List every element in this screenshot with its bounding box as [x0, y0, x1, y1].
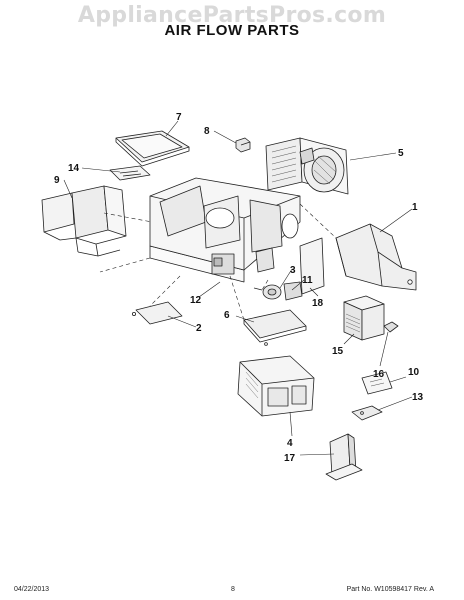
cavity-base-part	[149, 177, 301, 283]
callout-17: 17	[284, 453, 296, 464]
page-title: AIR FLOW PARTS	[164, 22, 300, 39]
callout-3: 3	[290, 265, 296, 276]
callout-15: 15	[332, 346, 344, 357]
transformer-part	[343, 295, 385, 341]
vent-duct-part	[335, 223, 417, 291]
footer-date: 04/22/2013	[14, 586, 50, 593]
callout-11: 11	[302, 275, 313, 286]
callout-16: 16	[373, 369, 385, 380]
callout-8: 8	[204, 126, 210, 137]
callout-10: 10	[408, 367, 420, 378]
watermark: AppliancePartsPros.com	[77, 3, 387, 28]
label-part	[361, 371, 393, 395]
footer-part-number: Part No. W10598417 Rev. A	[346, 586, 434, 593]
bracket-plate-part	[131, 301, 183, 325]
air-guide-duct-part	[237, 355, 315, 417]
mount-bracket-part	[351, 405, 383, 421]
side-panel-part	[299, 237, 325, 295]
callout-7: 7	[176, 112, 182, 123]
clip-part	[235, 137, 251, 153]
callout-12: 12	[190, 295, 202, 306]
callout-6: 6	[224, 310, 230, 321]
callout-14: 14	[68, 163, 80, 174]
connector-part	[383, 321, 399, 333]
callout-18: 18	[312, 298, 324, 309]
grille-part	[109, 165, 151, 181]
callout-13: 13	[412, 392, 424, 403]
callout-2: 2	[196, 323, 202, 334]
stand-part	[325, 433, 363, 481]
left-air-guide-part	[41, 185, 127, 257]
callout-1: 1	[412, 202, 418, 213]
callout-4: 4	[287, 438, 293, 449]
shield-plate-part	[243, 309, 307, 346]
blower-motor-part	[265, 137, 349, 195]
callout-5: 5	[398, 148, 404, 159]
footer-page-number: 8	[231, 586, 235, 593]
filter-tray-part	[115, 130, 190, 167]
callout-9: 9	[54, 175, 60, 186]
fan-motor-part	[253, 281, 303, 301]
